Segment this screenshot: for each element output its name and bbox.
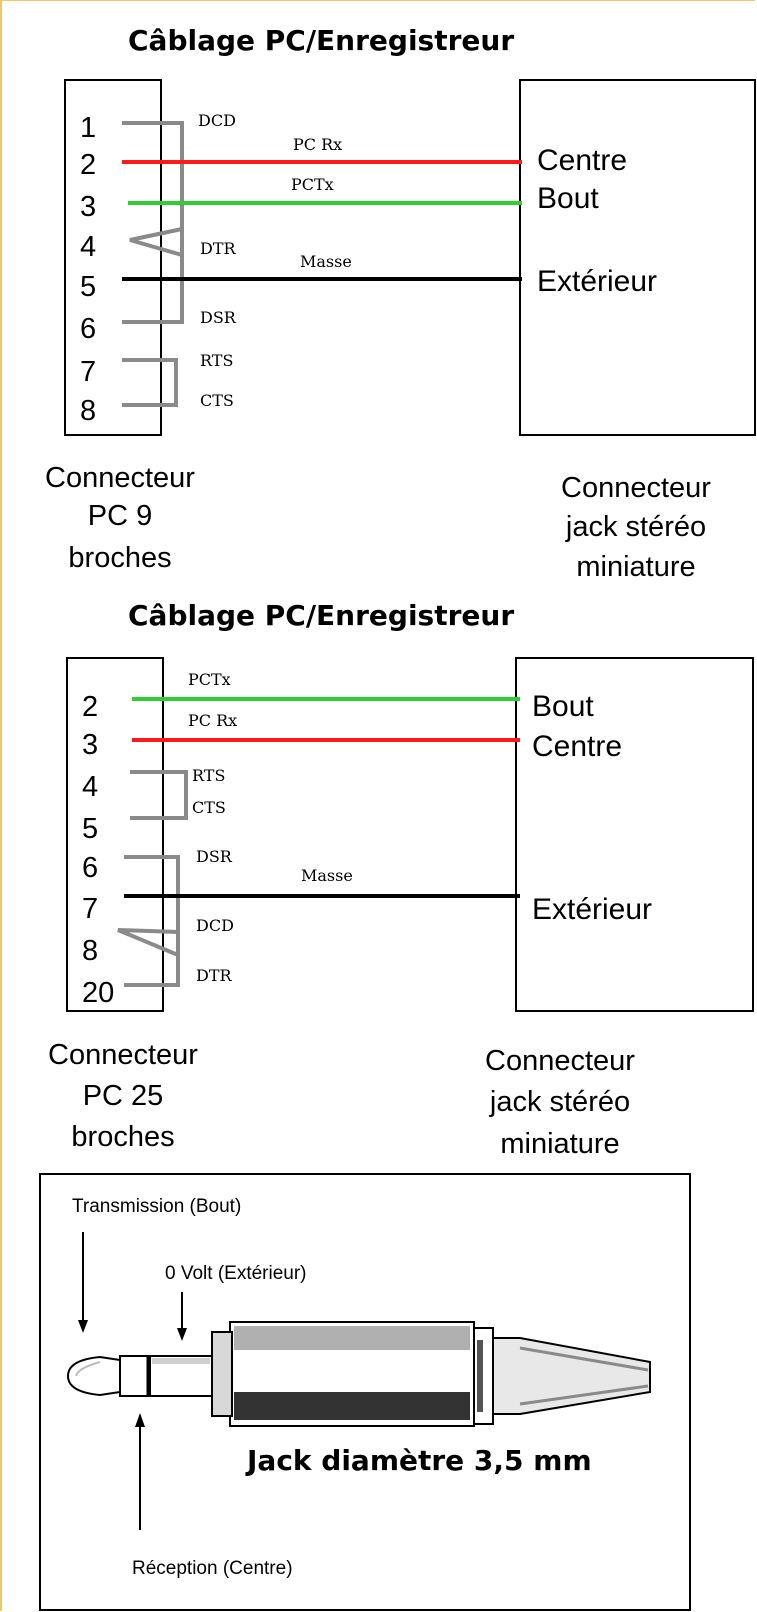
signal-label-pc-rx: PC Rx [188,711,237,730]
pc25-caption-line: PC 25 [83,1080,164,1112]
pin-number: 5 [80,271,96,303]
signal-label-dcd: DCD [196,916,234,935]
pin-number: 2 [82,691,98,723]
jack-term-exterieur: Extérieur [537,265,657,298]
pin-number: 3 [80,191,96,223]
bottom-jack-caption-line: Connecteur [485,1045,635,1077]
label-zero-volt: 0 Volt (Extérieur) [165,1263,307,1284]
dsr-dtr-loop [124,855,180,987]
label-reception: Réception (Centre) [132,1558,293,1579]
signal-label-pc-tx: PCTx [291,175,334,194]
jack-term-bout: Bout [532,690,594,723]
pin-number: 8 [80,395,96,427]
pc25-connector-box [66,657,164,1012]
pc25-caption-line: broches [71,1121,174,1153]
signal-label-rts: RTS [192,766,225,785]
pin-number: 7 [82,893,98,925]
signal-label-dsr: DSR [196,847,233,866]
rts-cts-loop [122,358,178,407]
arrow-zero-volt-head [177,1328,187,1341]
signal-label-dsr: DSR [200,308,237,327]
pin-number: 3 [82,729,98,761]
signal-label-rts: RTS [200,351,233,370]
pin-number: 2 [80,149,96,181]
signal-label-cts: CTS [200,391,234,410]
pin-number: 5 [82,813,98,845]
top-jack-connector-box [519,79,756,436]
jack-plug [66,1321,651,1427]
jack-term-centre: Centre [532,730,622,763]
dcd-dsr-loop [122,121,184,324]
signal-label-pc-rx: PC Rx [293,135,342,154]
jack-term-centre: Centre [537,144,627,177]
dcd-link [117,928,179,957]
pc9-caption-line: broches [68,542,171,574]
jack-term-exterieur: Extérieur [532,893,652,926]
jack-term-bout: Bout [537,182,599,215]
pin-number: 1 [80,112,96,144]
bottom-jack-caption-line: jack stéréo [489,1086,630,1118]
arrow-reception-head [135,1413,145,1427]
pin-number: 6 [80,313,96,345]
pin-number: 4 [80,231,96,263]
pin-number: 4 [82,771,98,803]
pin-number: 6 [82,852,98,884]
signal-label-dcd: DCD [198,111,236,130]
pc9-caption-line: PC 9 [88,500,152,532]
dtr-link [129,227,183,257]
pin-number: 7 [80,356,96,388]
signal-label-pc-tx: PCTx [188,670,231,689]
pin-number: 20 [82,977,114,1009]
bottom-title: Câblage PC/Enregistreur [128,599,514,632]
top-title: Câblage PC/Enregistreur [128,24,514,57]
top-jack-caption-line: miniature [576,551,695,583]
signal-label-dtr: DTR [200,239,237,258]
pin-number: 8 [82,935,98,967]
signal-label-masse: Masse [300,252,352,271]
pc9-caption-line: Connecteur [45,462,195,494]
label-transmission: Transmission (Bout) [72,1196,241,1217]
signal-label-cts: CTS [192,798,226,817]
arrow-transmission-head [78,1320,88,1333]
top-jack-caption-line: jack stéréo [565,511,706,543]
pc25-caption-line: Connecteur [48,1039,198,1071]
rts-cts-loop [130,770,188,820]
pc9-connector-box [64,79,162,436]
bottom-jack-caption-line: miniature [500,1128,619,1160]
bottom-jack-connector-box [515,657,754,1012]
top-jack-caption-line: Connecteur [561,472,711,504]
signal-label-dtr: DTR [196,966,233,985]
jack-title: Jack diamètre 3,5 mm [245,1444,592,1477]
signal-label-masse: Masse [301,866,353,885]
